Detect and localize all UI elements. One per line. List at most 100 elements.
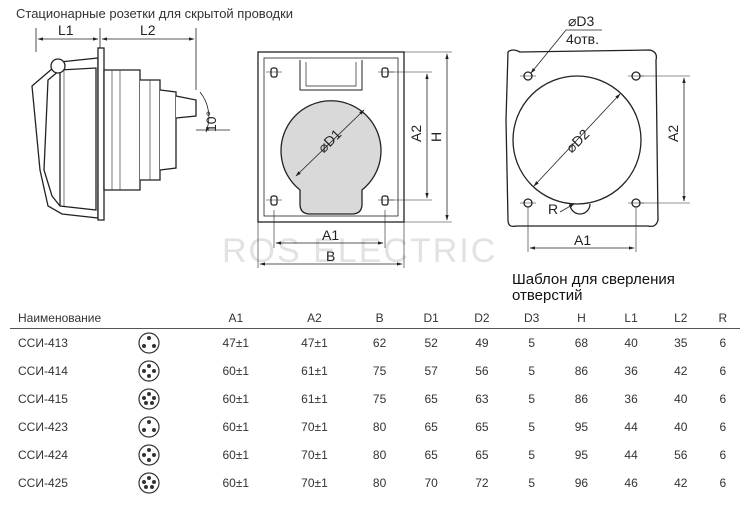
label-a1: A1 xyxy=(322,227,339,243)
table-cell: 44 xyxy=(624,448,638,462)
table-cell: 61±1 xyxy=(301,364,328,378)
column-header: Наименование xyxy=(18,311,102,325)
socket-5pin-icon xyxy=(138,388,160,410)
table-cell: 95 xyxy=(574,448,589,462)
label-h: H xyxy=(428,132,444,142)
label-r: R xyxy=(548,201,558,217)
table-cell: 35 xyxy=(674,336,688,350)
table-cell: 95 xyxy=(574,420,589,434)
technical-drawing: L1 L2 10° ⌀D1 A1 xyxy=(31,13,690,268)
table-cell: 42 xyxy=(674,476,688,490)
table-cell: 6 xyxy=(719,420,727,434)
table-cell: 75 xyxy=(372,392,387,406)
table-cell: 36 xyxy=(624,392,638,406)
table-cell: 46 xyxy=(624,476,638,490)
table-cell: 5 xyxy=(528,476,536,490)
product-name: ССИ-423 xyxy=(18,420,68,434)
table-cell: 70 xyxy=(424,476,438,490)
column-header: H xyxy=(577,311,586,325)
side-view xyxy=(31,28,230,221)
column-header: D1 xyxy=(423,311,439,325)
table-cell: 60±1 xyxy=(222,448,250,462)
table-cell: 63 xyxy=(475,392,489,406)
front-view xyxy=(257,51,452,268)
table-cell: 56 xyxy=(674,448,688,462)
table-cell: 80 xyxy=(372,448,387,462)
table-cell: 56 xyxy=(475,364,489,378)
table-cell: 80 xyxy=(372,420,387,434)
column-header: D2 xyxy=(474,311,490,325)
product-name: ССИ-413 xyxy=(18,336,68,350)
template-caption-line2: отверстий xyxy=(512,287,583,304)
table-cell: 60±1 xyxy=(222,392,250,406)
socket-5pin-icon xyxy=(138,472,160,494)
table-cell: 65 xyxy=(424,448,438,462)
table-cell: 49 xyxy=(475,336,489,350)
label-l2: L2 xyxy=(140,22,156,38)
pin-layout-cell xyxy=(101,385,196,413)
table-cell: 80 xyxy=(372,476,387,490)
label-angle: 10° xyxy=(203,111,219,132)
table-cell: 70±1 xyxy=(301,476,328,490)
table-cell: 70±1 xyxy=(301,420,328,434)
product-name: ССИ-414 xyxy=(18,364,68,378)
table-cell: 52 xyxy=(424,336,438,350)
label-d3: ⌀D3 xyxy=(568,13,595,29)
socket-3pin-icon xyxy=(138,416,160,438)
pin-layout-cell xyxy=(101,329,196,358)
table-cell: 75 xyxy=(372,364,387,378)
table-cell: 6 xyxy=(719,448,727,462)
table-cell: 65 xyxy=(475,448,489,462)
column-header: B xyxy=(375,311,384,325)
socket-4pin-icon xyxy=(138,360,160,382)
label-holes: 4отв. xyxy=(566,31,599,47)
column-header: A2 xyxy=(307,311,322,325)
socket-4pin-icon xyxy=(138,444,160,466)
table-cell: 65 xyxy=(424,392,438,406)
label-template-a1: A1 xyxy=(574,232,591,248)
pin-layout-cell xyxy=(101,357,196,385)
table-cell: 60±1 xyxy=(222,364,250,378)
table-cell: 36 xyxy=(624,364,638,378)
table-cell: 86 xyxy=(574,392,589,406)
table-cell: 68 xyxy=(574,336,589,350)
column-header xyxy=(101,308,196,329)
table-cell: 70±1 xyxy=(301,448,328,462)
table-cell: 5 xyxy=(528,392,536,406)
drawing-title: Стационарные розетки для скрытой проводк… xyxy=(16,6,294,21)
table-row: ССИ-424 60±1 70±1 80 65 65 5 95 44 56 6 xyxy=(10,441,740,469)
product-name: ССИ-424 xyxy=(18,448,68,462)
table-cell: 44 xyxy=(624,420,638,434)
pin-layout-cell xyxy=(101,441,196,469)
table-cell: 6 xyxy=(719,336,727,350)
table-cell: 5 xyxy=(528,448,536,462)
label-a2: A2 xyxy=(408,125,424,142)
table-cell: 5 xyxy=(528,336,536,350)
template-caption: Шаблон для сверления отверстий xyxy=(512,272,675,304)
table-cell: 62 xyxy=(372,336,387,350)
product-name: ССИ-415 xyxy=(18,392,68,406)
label-template-a2: A2 xyxy=(665,125,681,142)
table-cell: 47±1 xyxy=(301,336,328,350)
pin-layout-cell xyxy=(101,469,196,497)
table-cell: 40 xyxy=(674,420,688,434)
table-cell: 72 xyxy=(475,476,489,490)
product-name: ССИ-425 xyxy=(18,476,68,490)
table-cell: 65 xyxy=(424,420,438,434)
table-cell: 47±1 xyxy=(222,336,250,350)
table-cell: 6 xyxy=(719,476,727,490)
drilling-template xyxy=(505,29,690,252)
table-cell: 6 xyxy=(719,364,727,378)
table-cell: 40 xyxy=(674,392,688,406)
table-cell: 6 xyxy=(719,392,727,406)
table-cell: 96 xyxy=(574,476,589,490)
table-cell: 60±1 xyxy=(222,420,250,434)
table-cell: 86 xyxy=(574,364,589,378)
